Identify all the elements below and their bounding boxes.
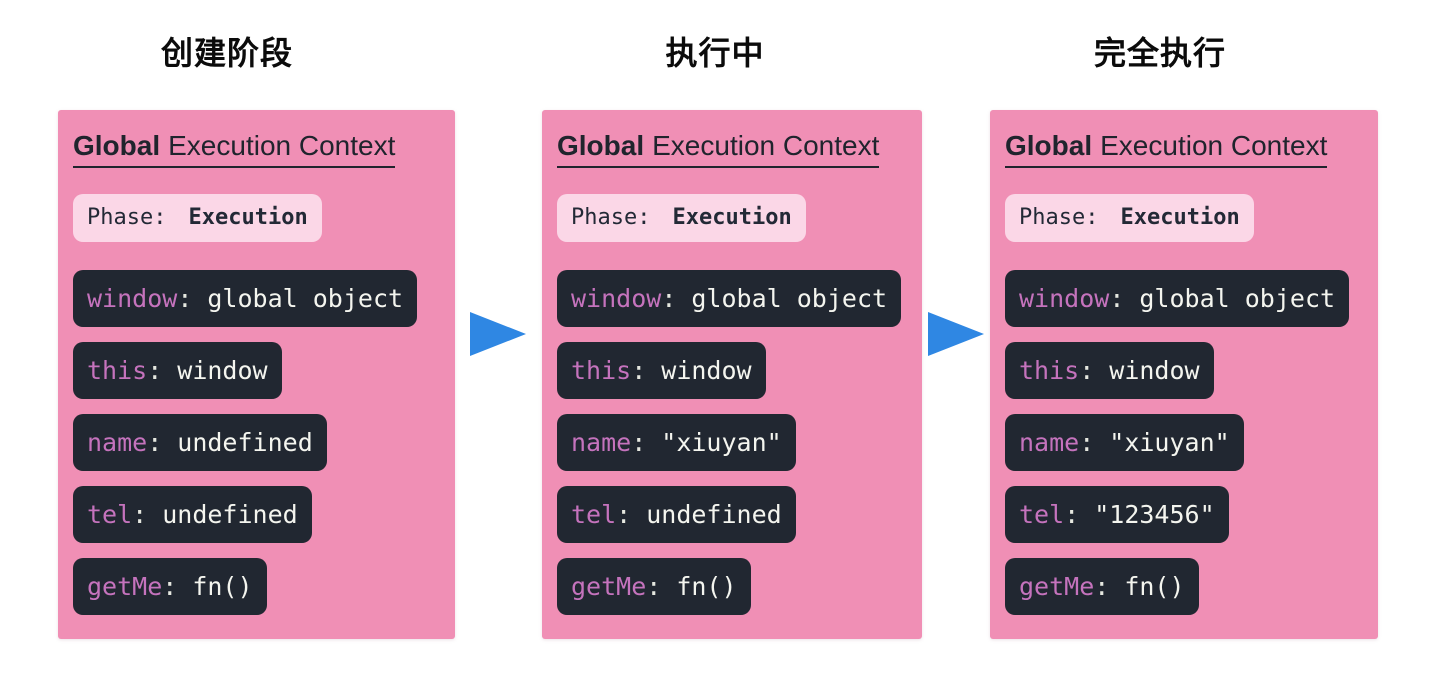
variable-chip-window: window: global object	[557, 270, 902, 327]
variable-chip-name: name: "xiuyan"	[557, 414, 796, 471]
arrow-right-icon	[470, 312, 526, 356]
chip-key: getMe	[87, 572, 163, 601]
chip-value: fn()	[676, 572, 737, 601]
chip-key: tel	[87, 500, 133, 529]
phase-badge-value: Execution	[1120, 205, 1240, 230]
chip-key: name	[571, 428, 632, 457]
variable-chip-tel: tel: undefined	[557, 486, 796, 543]
colon: :	[1109, 284, 1125, 313]
chip-key: this	[1019, 356, 1080, 385]
chip-key: name	[1019, 428, 1080, 457]
phase-badge-key: Phase:	[571, 205, 651, 230]
phase-badge-key: Phase:	[87, 205, 167, 230]
chip-value: window	[661, 356, 752, 385]
chip-value: undefined	[162, 500, 298, 529]
chip-value: fn()	[192, 572, 253, 601]
colon: :	[1079, 356, 1095, 385]
colon: :	[153, 205, 167, 230]
variable-chip-this: this: window	[1005, 342, 1214, 399]
stage-header-executed: 完全执行	[1093, 35, 1227, 71]
colon: :	[177, 284, 193, 313]
chip-key: tel	[571, 500, 617, 529]
stage-header-executing: 执行中	[665, 35, 765, 71]
colon: :	[1094, 572, 1110, 601]
chip-key: getMe	[571, 572, 647, 601]
colon: :	[132, 500, 148, 529]
variable-chip-tel: tel: "123456"	[1005, 486, 1229, 543]
chip-value: global object	[691, 284, 888, 313]
variable-chip-getme: getMe: fn()	[73, 558, 267, 615]
variable-chip-list: window:global object this:window name:"x…	[557, 270, 907, 615]
colon: :	[1079, 428, 1095, 457]
variable-chip-getme: getMe: fn()	[557, 558, 751, 615]
chip-key: window	[87, 284, 178, 313]
panel-title-rest: Execution Context	[1100, 130, 1328, 161]
colon: :	[147, 356, 163, 385]
variable-chip-window: window: global object	[73, 270, 418, 327]
variable-chip-tel: tel: undefined	[73, 486, 312, 543]
panel-title-bold: Global	[557, 130, 645, 161]
colon: :	[1085, 205, 1099, 230]
colon: :	[1064, 500, 1080, 529]
phase-badge: Phase: Execution	[1005, 194, 1254, 242]
colon: :	[147, 428, 163, 457]
variable-chip-name: name: undefined	[73, 414, 327, 471]
colon: :	[162, 572, 178, 601]
variable-chip-window: window: global object	[1005, 270, 1350, 327]
chip-value: window	[177, 356, 268, 385]
phase-badge-key: Phase:	[1019, 205, 1099, 230]
phase-badge-value: Execution	[188, 205, 308, 230]
chip-key: this	[87, 356, 148, 385]
chip-key: tel	[1019, 500, 1065, 529]
panel-title-rest: Execution Context	[168, 130, 396, 161]
variable-chip-this: this: window	[557, 342, 766, 399]
panel-title-bold: Global	[1005, 130, 1093, 161]
phase-badge: Phase: Execution	[557, 194, 806, 242]
variable-chip-this: this: window	[73, 342, 282, 399]
colon: :	[616, 500, 632, 529]
phase-badge: Phase: Execution	[73, 194, 322, 242]
colon: :	[631, 356, 647, 385]
phase-badge-value: Execution	[672, 205, 792, 230]
chip-value: global object	[1139, 284, 1336, 313]
colon: :	[631, 428, 647, 457]
chip-value: "123456"	[1094, 500, 1215, 529]
variable-chip-list: window:global object this:window name:un…	[73, 270, 440, 615]
chip-value: "xiuyan"	[1109, 428, 1230, 457]
chip-value: window	[1109, 356, 1200, 385]
chip-value: "xiuyan"	[661, 428, 782, 457]
variable-chip-list: window:global object this:window name:"x…	[1005, 270, 1363, 615]
chip-key: name	[87, 428, 148, 457]
chip-value: undefined	[177, 428, 313, 457]
stage-header-creation: 创建阶段	[160, 35, 294, 71]
variable-chip-getme: getMe: fn()	[1005, 558, 1199, 615]
panel-title-bold: Global	[73, 130, 161, 161]
chip-key: window	[1019, 284, 1110, 313]
chip-value: fn()	[1124, 572, 1185, 601]
colon: :	[661, 284, 677, 313]
colon: :	[637, 205, 651, 230]
chip-value: global object	[207, 284, 404, 313]
colon: :	[646, 572, 662, 601]
panel-title-rest: Execution Context	[652, 130, 880, 161]
chip-key: getMe	[1019, 572, 1095, 601]
chip-value: undefined	[646, 500, 782, 529]
chip-key: this	[571, 356, 632, 385]
arrow-right-icon	[928, 312, 984, 356]
chip-key: window	[571, 284, 662, 313]
variable-chip-name: name: "xiuyan"	[1005, 414, 1244, 471]
